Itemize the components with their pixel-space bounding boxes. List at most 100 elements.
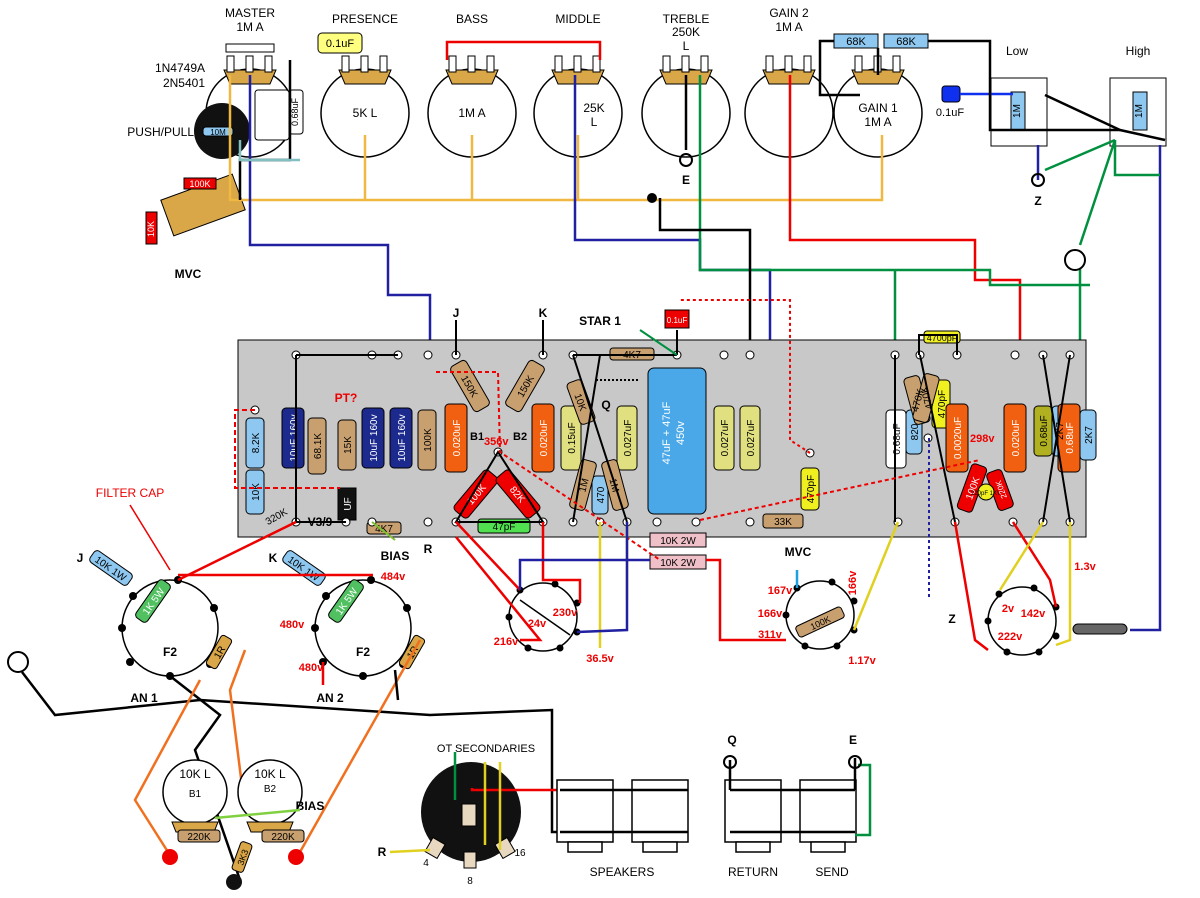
- pushpull-label: PUSH/PULL: [127, 125, 194, 139]
- r-33k: [762, 513, 804, 529]
- board-star: STAR 1: [579, 314, 621, 328]
- board-bias: BIAS: [381, 549, 410, 563]
- lbl-r-10k: 10K: [251, 483, 262, 501]
- presence-cap: [317, 32, 363, 54]
- e-bottom: E: [849, 733, 857, 747]
- v-24: 24v: [528, 618, 547, 630]
- v-484: 484v: [381, 571, 406, 583]
- b2-value: 10K L: [254, 767, 286, 781]
- lbl-c-020-a: 0.020uF: [452, 420, 463, 457]
- r-10k-2w-a: [649, 532, 707, 548]
- lbl-r-470: 470: [596, 486, 607, 503]
- bass-label: BASS: [456, 12, 488, 26]
- c-470pf: [800, 467, 820, 511]
- bias-test-point-2[interactable]: [288, 849, 304, 865]
- r-3k3: [231, 841, 253, 873]
- r-150k-a: [450, 359, 490, 413]
- res-68k-b-label: 68K: [896, 36, 916, 48]
- v-230: 230v: [553, 607, 578, 619]
- middle-taper: L: [591, 115, 598, 129]
- lbl-r-4k7-b: 4K7: [375, 524, 393, 535]
- bias-test-point-1[interactable]: [162, 849, 178, 865]
- bottom-j: J: [77, 551, 84, 565]
- lbl-c-220pf: 220pF 1KV: [971, 491, 1001, 497]
- board-j: J: [453, 306, 460, 320]
- r-10k1w-a: [89, 550, 133, 586]
- r-82k: [245, 417, 265, 469]
- lbl-c-big-1: 47uF + 47uF: [661, 401, 673, 464]
- c-10uf-a: [281, 407, 305, 469]
- lbl-r-10k-2w-b: 10K 2W: [660, 558, 696, 569]
- high-jack-res-label: 1M: [1134, 104, 1145, 118]
- c-027-c: [739, 405, 761, 471]
- r-150k-b: [505, 359, 545, 413]
- lbl-c-068-w: 0.68uF: [892, 423, 903, 454]
- r-220k-a: [177, 829, 221, 843]
- mvc-top-label: MVC: [175, 267, 202, 281]
- cap-01-blue: [941, 85, 961, 103]
- diode-bridge: [254, 89, 290, 141]
- lbl-c-470pf-y: 470pF: [937, 390, 948, 418]
- r-15k: [337, 419, 357, 471]
- res-68k-a-label: 68K: [846, 36, 866, 48]
- f2-b: F2: [356, 645, 370, 659]
- gain1-value: 1M A: [864, 115, 891, 129]
- r-100k-v: [417, 409, 437, 471]
- board-k: K: [539, 306, 548, 320]
- lbl-c-10uf-b: 10uF 160v: [369, 414, 380, 461]
- v-13: 1.3v: [1074, 561, 1096, 573]
- c-027-a: [616, 405, 638, 471]
- bias-ground-point[interactable]: [226, 874, 242, 890]
- lbl-c-10uf-a: 10uF 160v: [289, 414, 300, 461]
- middle-value: 25K: [583, 101, 604, 115]
- gain2-label: GAIN 2: [769, 6, 809, 20]
- master-value: 1M A: [236, 20, 263, 34]
- lbl-c-020-b: 0.020uF: [539, 420, 550, 457]
- r-82k-red: [495, 469, 541, 519]
- v-216: 216v: [494, 636, 519, 648]
- mvc-10k-label: 10K: [146, 221, 156, 237]
- r-10k1w-b: [282, 550, 326, 586]
- bias-bottom: BIAS: [296, 799, 325, 813]
- filter-cap-label: FILTER CAP: [96, 486, 164, 500]
- lbl-b2: B2: [513, 431, 527, 443]
- lbl-r-2k7-b: 2K7: [1084, 426, 1095, 444]
- v-480b: 480v: [299, 662, 324, 674]
- b2-name: B2: [264, 784, 277, 795]
- r-100k-cathode: [795, 606, 845, 638]
- c-220pf: [977, 483, 995, 501]
- q-bottom: Q: [727, 733, 736, 747]
- lbl-r-33k: 33K: [774, 517, 792, 528]
- r-1k5w-b: [328, 579, 364, 623]
- cap-068-label: 0.68uF: [290, 97, 300, 126]
- lbl-r-1m-a: 1M: [577, 477, 591, 493]
- lbl-b1: B1: [470, 431, 484, 443]
- r-681k: [307, 417, 327, 475]
- v-222: 222v: [998, 631, 1023, 643]
- master-diode: [225, 43, 275, 53]
- lbl-c-47pf: 47pF: [493, 522, 516, 533]
- v-117: 1.17v: [848, 655, 876, 667]
- ferrite-bead: [1072, 623, 1128, 635]
- c-10uf-c: [389, 407, 413, 469]
- b1-value: 10K L: [179, 767, 211, 781]
- mvc-10k: [145, 211, 158, 245]
- lbl-r-82k: 8.2K: [251, 432, 262, 453]
- v-167: 167v: [768, 585, 793, 597]
- v-365: 36.5v: [586, 653, 614, 665]
- lbl-c-470pf: 470pF: [806, 475, 817, 503]
- pushpull-res-label: 10M: [210, 128, 226, 137]
- ot-tap-8: [463, 851, 477, 869]
- ot-tap-4: [424, 836, 446, 860]
- c-027-b: [713, 405, 735, 471]
- cap-01-label: 0.1uF: [936, 107, 964, 119]
- bass-value: 1M A: [458, 106, 485, 120]
- treble-label: TREBLE: [663, 12, 710, 26]
- e-top-label: E: [682, 173, 690, 187]
- c-020-a: [444, 403, 468, 473]
- treble-taper: L: [683, 39, 690, 53]
- high-jack-label: High: [1126, 44, 1151, 58]
- b1-name: B1: [189, 789, 202, 800]
- lbl-c-068-or: 0.68uF: [1065, 422, 1076, 453]
- board-r: R: [424, 542, 433, 556]
